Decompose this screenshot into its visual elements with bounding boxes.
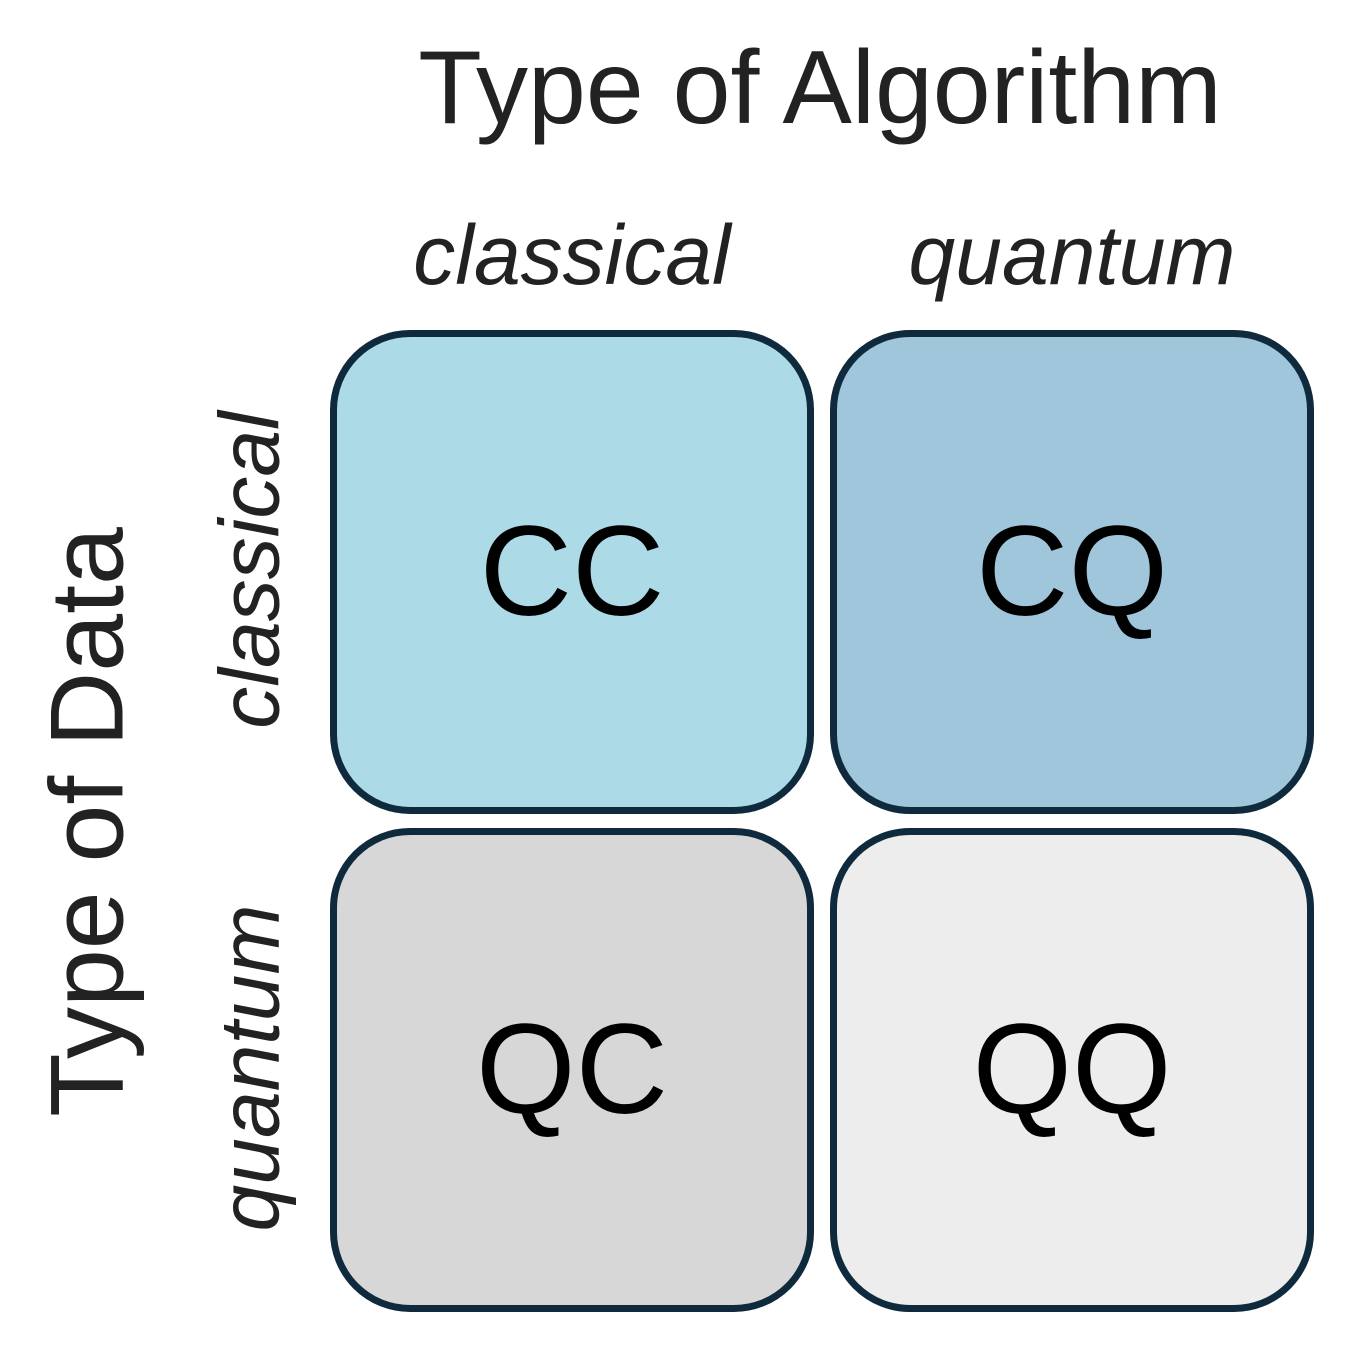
- cell-cc-label: CC: [479, 500, 665, 643]
- row-label-quantum-text: quantum: [202, 904, 297, 1232]
- cell-cq-label: CQ: [976, 500, 1168, 643]
- cell-qc-label: QC: [476, 998, 668, 1141]
- column-label-classical: classical: [413, 208, 731, 302]
- cell-qq: QQ: [830, 828, 1314, 1312]
- cell-qc: QC: [330, 828, 814, 1312]
- row-label-classical-text: classical: [202, 411, 297, 729]
- cell-qq-label: QQ: [972, 998, 1172, 1141]
- algorithm-type-title: Type of Algorithm: [418, 30, 1222, 146]
- cell-cc: CC: [330, 330, 814, 814]
- cell-cq: CQ: [830, 330, 1314, 814]
- column-label-quantum: quantum: [908, 208, 1236, 302]
- data-type-title-text: Type of Data: [29, 527, 146, 1117]
